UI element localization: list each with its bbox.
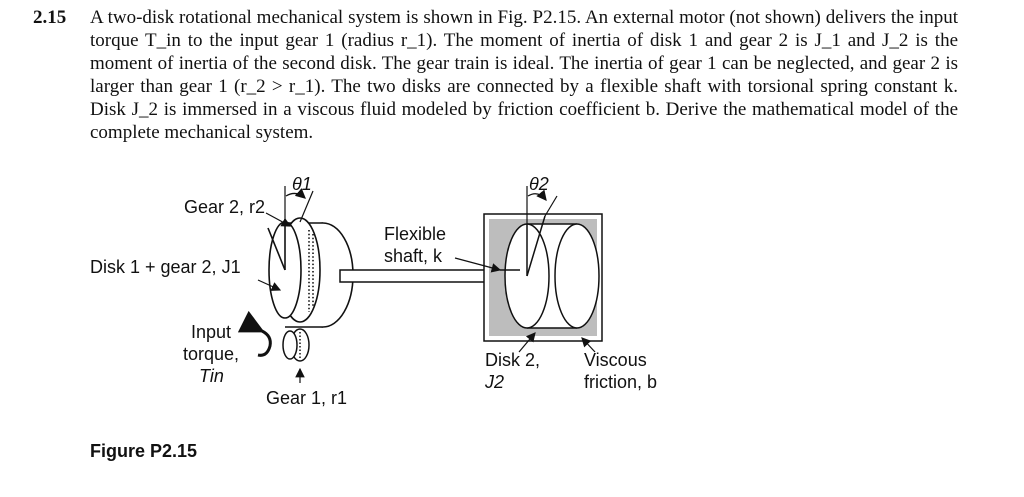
viscous-label-line2: friction, b: [584, 372, 657, 392]
theta2-label: θ2: [529, 174, 549, 194]
theta2-arc: [527, 189, 547, 202]
shaft-label-line2: shaft, k: [384, 246, 443, 266]
gear1-label: Gear 1, r1: [266, 388, 347, 408]
input-label-line2: torque,: [183, 344, 239, 364]
figure-caption: Figure P2.15: [90, 441, 198, 461]
disk2-leader: [518, 332, 536, 353]
disk1-leader: [257, 279, 282, 291]
gear2-label: Gear 2, r2: [184, 197, 265, 217]
viscous-leader: [581, 337, 596, 353]
shaft-label-line1: Flexible: [384, 224, 446, 244]
gear2-leader: [265, 212, 292, 227]
gear1-shape: [282, 328, 310, 362]
input-torque-arrow: [237, 310, 272, 357]
theta1-arc: [285, 188, 306, 199]
disk2-shape: [500, 215, 600, 329]
problem-text: A two-disk rotational mechanical system …: [90, 7, 958, 143]
disk2-label-line1: Disk 2,: [485, 350, 540, 370]
problem-number: 2.15: [33, 7, 67, 28]
theta1-label: θ1: [292, 174, 312, 194]
theta1-line: [299, 190, 314, 223]
shaft-leader: [454, 257, 502, 273]
problem-statement: 2.15 A two-disk rotational mechanical sy…: [33, 6, 958, 144]
viscous-label-line1: Viscous: [584, 350, 647, 370]
theta2-line: [544, 195, 558, 217]
input-label-line1: Input: [191, 322, 231, 342]
disk2-label-line2: J2: [484, 372, 504, 392]
disk1-label: Disk 1 + gear 2, J1: [90, 257, 241, 277]
input-label-line3: Tin: [199, 366, 224, 386]
